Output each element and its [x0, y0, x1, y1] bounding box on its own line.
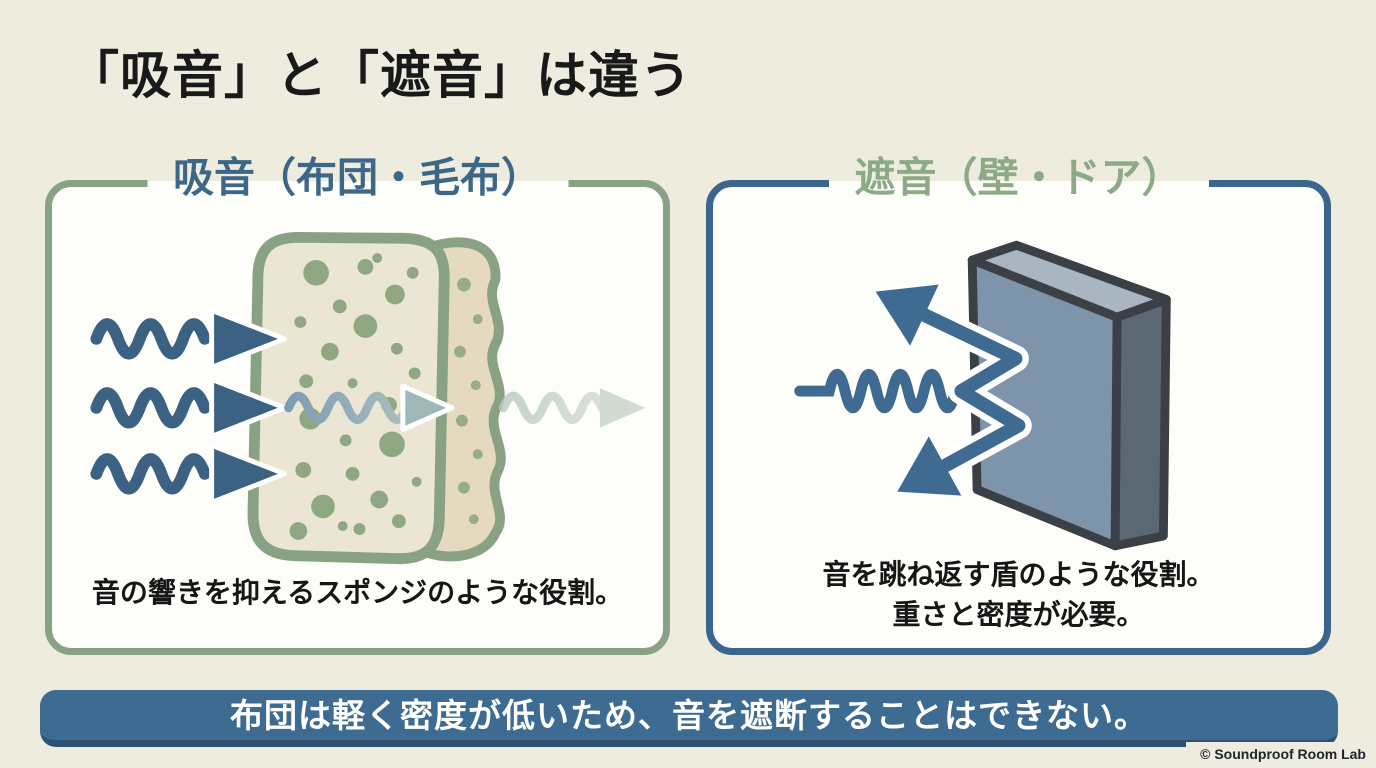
sponge-body — [247, 231, 450, 565]
reflected-arrows-icon — [872, 281, 1032, 500]
transmitted-wave-icon — [498, 388, 646, 428]
absorbed-wave-icon — [284, 383, 455, 432]
insulation-caption: 音を跳ね返す盾のような役割。 重さと密度が必要。 — [713, 555, 1324, 636]
wall-illustration — [794, 240, 1171, 551]
insulation-caption-line1: 音を跳ね返す盾のような役割。 — [822, 558, 1215, 590]
insulation-panel: 遮音（壁・ドア） 音を跳ね返す盾のような役割 — [706, 153, 1331, 655]
incoming-sound-wave-icon — [90, 318, 211, 495]
absorption-caption: 音の響きを抑えるスポンジのような役割。 — [91, 577, 624, 609]
page-title: 「吸音」と「遮音」は違う — [68, 47, 693, 104]
conclusion-banner-text: 布団は軽く密度が低いため、音を遮断することはできない。 — [230, 697, 1148, 734]
sponge-illustration — [90, 231, 646, 565]
absorption-panel-title: 吸音（布団・毛布） — [147, 153, 568, 207]
incoming-wave-icon — [794, 368, 961, 414]
incoming-arrowheads-icon — [209, 307, 288, 505]
insulation-caption-line2: 重さと密度が必要。 — [892, 599, 1145, 631]
absorption-panel: 吸音（布団・毛布） — [45, 153, 670, 655]
insulation-panel-title: 遮音（壁・ドア） — [828, 153, 1209, 207]
conclusion-banner: 布団は軽く密度が低いため、音を遮断することはできない。 — [40, 690, 1338, 747]
wall-slab — [967, 240, 1171, 551]
copyright-label: © Soundproof Room Lab — [1186, 742, 1376, 768]
